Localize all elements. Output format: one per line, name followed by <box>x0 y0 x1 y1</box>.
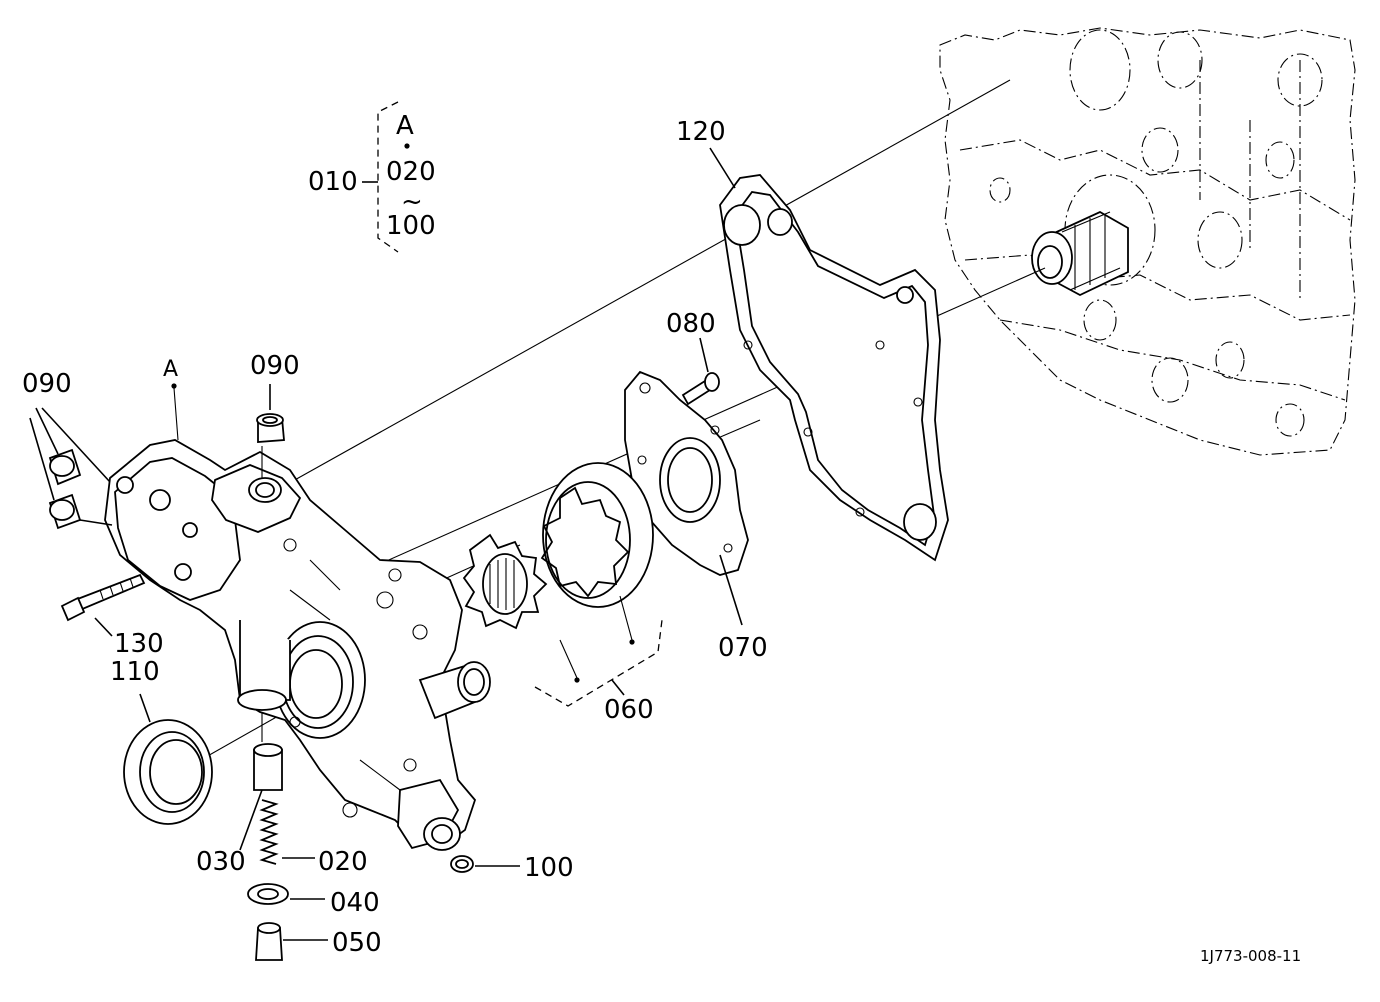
label-010: 010 <box>308 167 358 197</box>
part-120-gasket <box>719 174 949 562</box>
pump-body <box>104 383 491 851</box>
part-090-plugs <box>29 384 285 530</box>
leader-120 <box>709 147 736 189</box>
callout-a: A <box>163 357 178 382</box>
callout-130: 130 <box>114 629 164 659</box>
part-060-rotor-set <box>462 462 663 707</box>
callout-070: 070 <box>718 633 768 663</box>
callout-020: 020 <box>318 847 368 877</box>
callout-090-left: 090 <box>22 369 72 399</box>
callout-080: 080 <box>666 309 716 339</box>
callout-labels: 090 A 090 130 110 030 020 040 050 100 06… <box>22 117 1301 965</box>
callout-060: 060 <box>604 695 654 725</box>
part-110-oil-seal <box>123 693 213 825</box>
drawing-code: 1J773-008-11 <box>1200 947 1301 965</box>
label-010-tilde: ~ <box>401 187 423 217</box>
callout-090-top: 090 <box>250 351 300 381</box>
relief-valve-parts <box>239 743 328 961</box>
callout-050: 050 <box>332 928 382 958</box>
label-010-to: 100 <box>386 211 436 241</box>
callout-040: 040 <box>330 888 380 918</box>
callout-030: 030 <box>196 847 246 877</box>
label-010-from: 020 <box>386 157 436 187</box>
callout-100: 100 <box>524 853 574 883</box>
assembly-bracket-010: 010 A 020 ~ 100 <box>308 101 436 253</box>
bullet-dot <box>404 143 410 149</box>
engine-block <box>939 27 1356 456</box>
part-100-o-ring <box>450 855 520 873</box>
part-080-screw <box>681 337 720 406</box>
part-070-cover <box>624 370 749 626</box>
callout-120: 120 <box>676 117 726 147</box>
label-010-a: A <box>396 111 414 141</box>
part-130-bolt <box>60 573 146 637</box>
callout-110: 110 <box>110 657 160 687</box>
